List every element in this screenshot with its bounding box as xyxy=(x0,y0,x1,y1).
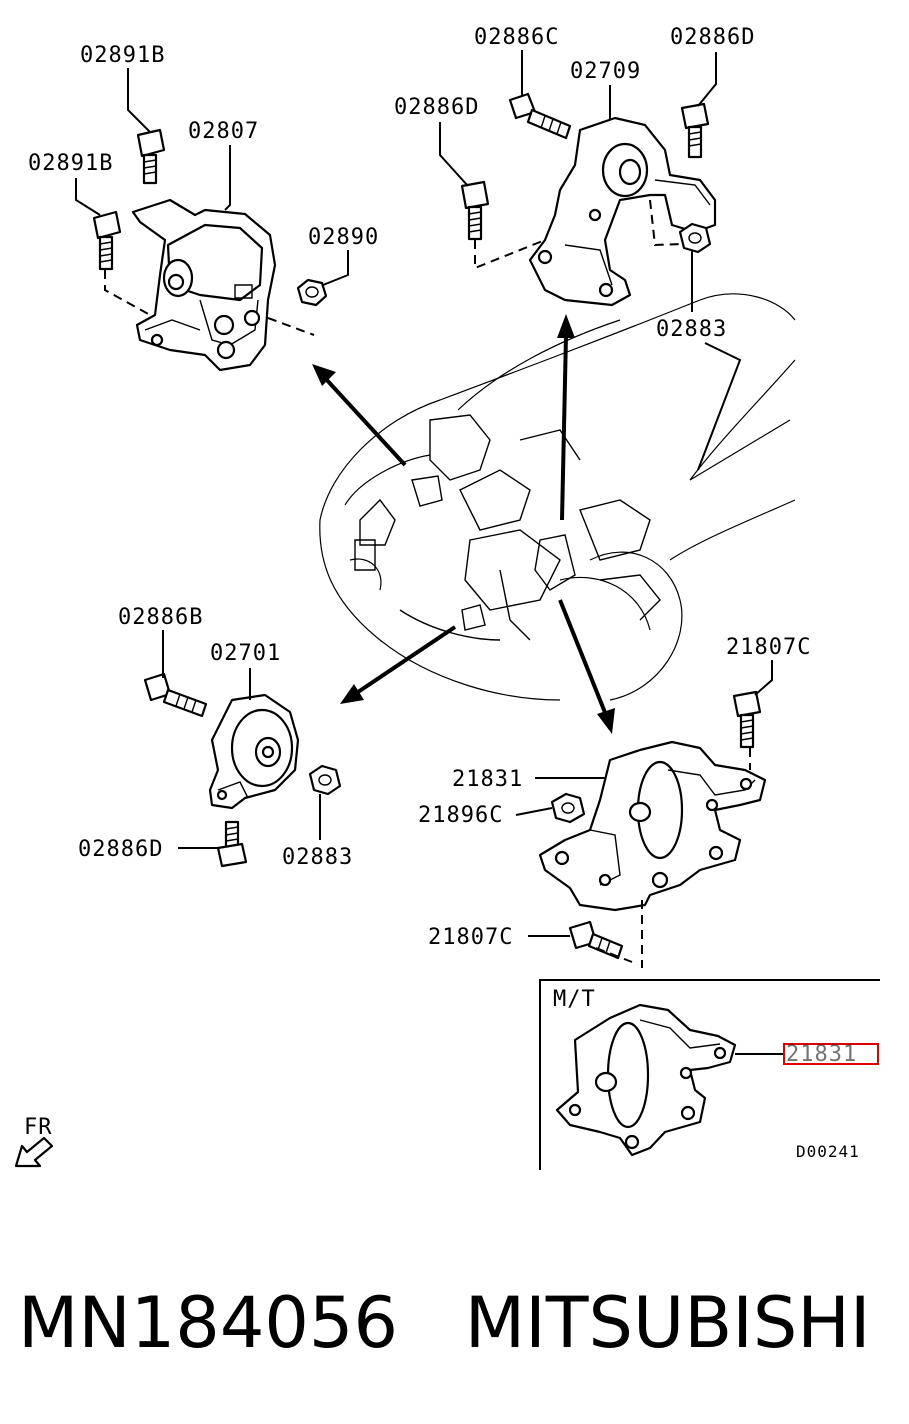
bolt-02886D-left xyxy=(460,180,490,241)
pointer-arrows xyxy=(312,314,615,734)
label-02886D-right: 02886D xyxy=(670,25,755,50)
label-02886D-bottom: 02886D xyxy=(78,837,163,862)
bolt-02891B-top xyxy=(136,128,166,185)
label-02701: 02701 xyxy=(210,641,281,666)
bolt-21807C-bottom xyxy=(568,920,624,960)
engine-mount-02807 xyxy=(131,198,277,372)
front-arrow-icon xyxy=(14,1136,54,1168)
label-02890: 02890 xyxy=(308,225,379,250)
part-number-footer: MN184056 MITSUBISHI xyxy=(18,1282,871,1364)
inset-mt-label: M/T xyxy=(553,987,596,1012)
bolt-02886B xyxy=(143,672,208,718)
mt-inset: M/T 21831 D00241 xyxy=(539,979,880,1170)
nut-02883-top xyxy=(678,222,712,254)
label-02709: 02709 xyxy=(570,59,641,84)
label-02883-top: 02883 xyxy=(656,317,727,342)
nut-02883-bottom xyxy=(308,764,342,796)
leader-lines xyxy=(75,50,773,937)
engine-mount-21831 xyxy=(538,740,767,912)
label-02886D-left: 02886D xyxy=(394,95,479,120)
label-02891B-left: 02891B xyxy=(28,151,113,176)
bolt-02886C xyxy=(508,92,572,140)
label-21807C-top: 21807C xyxy=(726,635,811,660)
label-21807C-bottom: 21807C xyxy=(428,925,513,950)
label-21831: 21831 xyxy=(452,767,523,792)
engine-mount-02709 xyxy=(528,116,717,307)
label-02891B-top: 02891B xyxy=(80,43,165,68)
label-02883-bottom: 02883 xyxy=(282,845,353,870)
diagram-code: D00241 xyxy=(796,1142,860,1161)
label-21896C: 21896C xyxy=(418,803,503,828)
bolt-02886D-right xyxy=(680,102,710,159)
inset-highlight-box xyxy=(783,1043,879,1065)
vehicle-outline xyxy=(319,293,796,701)
front-label: FR xyxy=(24,1115,53,1140)
bolt-21807C-top xyxy=(732,690,762,749)
label-02807: 02807 xyxy=(188,119,259,144)
inset-21831-label: 21831 xyxy=(786,1042,857,1067)
label-02886B: 02886B xyxy=(118,605,203,630)
nut-21896C xyxy=(550,792,586,824)
front-direction-indicator: FR xyxy=(14,1115,54,1168)
engine-mount-02701 xyxy=(208,693,300,810)
label-02886C: 02886C xyxy=(474,25,559,50)
bolt-02886D-bottom xyxy=(216,820,248,868)
nut-02890 xyxy=(296,278,328,307)
bolt-02891B-left xyxy=(92,210,122,271)
